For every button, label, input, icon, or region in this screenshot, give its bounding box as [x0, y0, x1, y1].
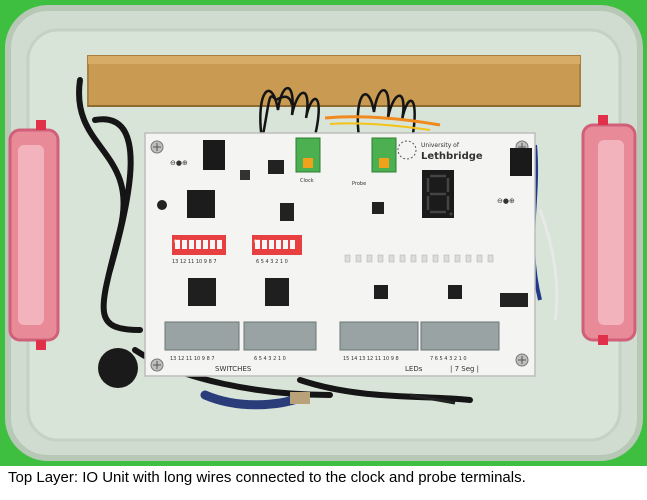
led-terminal-right: 7 6 5 4 3 2 1 0	[420, 321, 500, 362]
svg-text:15 14 13 12 11 10 9 8: 15 14 13 12 11 10 9 8	[343, 356, 399, 362]
led-terminal-left: 15 14 13 12 11 10 9 8	[339, 321, 419, 362]
left-latch	[8, 120, 60, 350]
dip-left-numbers: 13 12 11 10 9 8 7	[172, 259, 217, 265]
dip-right-numbers: 6 5 4 3 2 1 0	[256, 259, 288, 265]
university-logo: University of Lethbridge	[397, 140, 483, 162]
svg-text:7 6 5 4 3 2 1 0: 7 6 5 4 3 2 1 0	[430, 356, 467, 362]
svg-text:6 5 4 3 2 1 0: 6 5 4 3 2 1 0	[254, 356, 286, 362]
io-board: ⊖●⊕ ⊖●⊕ Clock Probe University of Lethbr…	[144, 132, 536, 377]
clock-label: Clock	[300, 178, 314, 184]
black-plug	[98, 348, 138, 388]
dip-switch-right: ON 6 5 4 3 2 1 0	[252, 235, 302, 265]
svg-text:⊖●⊕: ⊖●⊕	[170, 159, 188, 167]
svg-text:ON: ON	[254, 239, 260, 244]
probe-label: Probe	[352, 181, 366, 187]
photo-scene: ⊖●⊕ ⊖●⊕ Clock Probe University of Lethbr…	[0, 0, 647, 466]
switches-label: SWITCHES	[215, 365, 252, 373]
logo-line1: University of	[421, 142, 460, 149]
logo-line2: Lethbridge	[421, 151, 483, 162]
switch-terminal-right: 6 5 4 3 2 1 0	[243, 321, 317, 362]
image-caption: Top Layer: IO Unit with long wires conne…	[0, 468, 647, 500]
right-latch	[581, 115, 637, 345]
svg-text:ON: ON	[174, 239, 180, 244]
led-row	[344, 254, 494, 263]
seven-seg-label: | 7 Seg |	[450, 365, 479, 373]
seven-segment-display	[422, 170, 454, 218]
black-cables	[76, 77, 473, 403]
switch-terminal-left: 13 12 11 10 9 8 7	[164, 321, 240, 362]
leds-label: LEDs	[405, 365, 423, 373]
wood-panel	[87, 55, 581, 107]
svg-text:⊖●⊕: ⊖●⊕	[497, 197, 515, 205]
svg-text:13 12 11 10 9 8 7: 13 12 11 10 9 8 7	[170, 356, 215, 362]
coiled-wire-left	[259, 86, 320, 141]
dip-switch-left: ON 13 12 11 10 9 8 7	[172, 235, 226, 265]
